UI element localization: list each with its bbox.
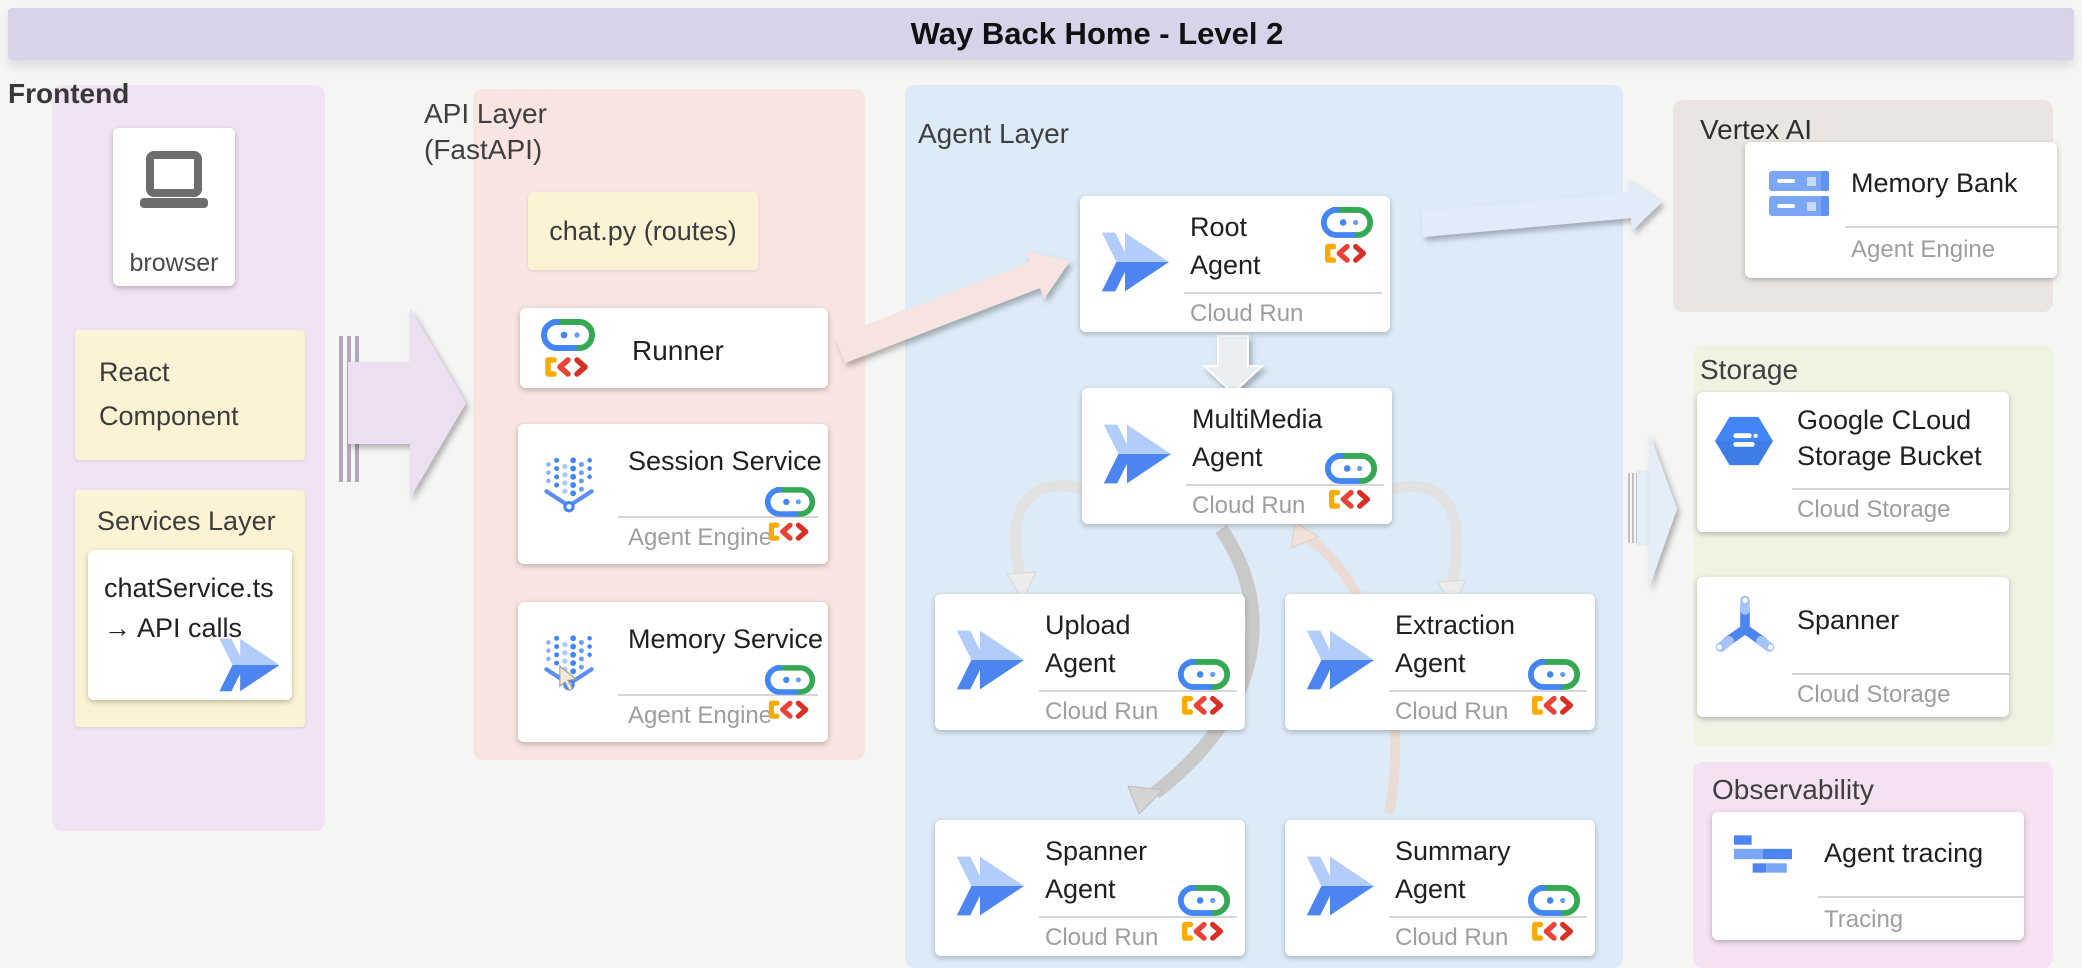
multimedia-agent-card: MultiMedia Agent Cloud Run xyxy=(1082,388,1392,524)
upload-agent-card: Upload Agent Cloud Run xyxy=(935,594,1245,730)
agent-chevrons-icon xyxy=(1092,222,1180,302)
agent-title-line1: Spanner xyxy=(1045,836,1148,866)
agent-title-line1: Root xyxy=(1190,212,1248,242)
agent-platform: Cloud Run xyxy=(1395,924,1509,951)
session-service-card: Session Service Agent Engine xyxy=(518,424,828,564)
summary-agent-card: Summary Agent Cloud Run xyxy=(1285,820,1595,956)
memory-service-card: Memory Service Agent Engine xyxy=(518,602,828,742)
memory-service-title: Memory Service xyxy=(628,624,824,654)
api-layer-label-line1: API Layer xyxy=(424,98,547,129)
memory-bank-card: Memory Bank Agent Engine xyxy=(1745,142,2057,278)
api-layer-label-line2: (FastAPI) xyxy=(424,134,543,165)
react-component-card: React Component xyxy=(75,330,305,460)
vertex-ai-label: Vertex AI xyxy=(1700,114,1813,145)
agent-tracing-title: Agent tracing xyxy=(1824,838,1984,868)
agent-chevrons-icon xyxy=(947,846,1035,926)
adk-robot-icon xyxy=(1177,658,1231,716)
chat-service-line2: → API calls xyxy=(104,613,243,643)
agent-title-line2: Agent xyxy=(1045,874,1116,904)
title-banner: Way Back Home - Level 2 xyxy=(8,8,2074,60)
agent-tracing-card: Agent tracing Tracing xyxy=(1712,812,2024,940)
extraction-agent-card: Extraction Agent Cloud Run xyxy=(1285,594,1595,730)
agent-platform: Cloud Run xyxy=(1045,698,1159,725)
runner-card: Runner xyxy=(520,308,828,388)
chatpy-label: chat.py (routes) xyxy=(549,215,737,246)
gcs-title-line2: Storage Bucket xyxy=(1797,441,1982,471)
agent-title-line1: Upload xyxy=(1045,610,1131,640)
runner-title: Runner xyxy=(632,335,724,366)
browser-card: browser xyxy=(113,128,235,286)
spanner-icon xyxy=(1711,593,1779,661)
spanner-agent-card: Spanner Agent Cloud Run xyxy=(935,820,1245,956)
agent-platform: Cloud Run xyxy=(1190,300,1304,327)
react-component-label: React Component xyxy=(99,357,239,431)
frontend-label: Frontend xyxy=(8,78,130,109)
agent-tracing-platform: Tracing xyxy=(1824,906,1904,933)
agent-chevrons-icon xyxy=(1297,846,1385,926)
storage-label: Storage xyxy=(1700,354,1799,385)
agent-chevrons-icon xyxy=(1094,414,1182,494)
session-service-title: Session Service xyxy=(628,446,822,476)
adk-robot-icon xyxy=(1320,206,1374,264)
adk-robot-icon xyxy=(1527,658,1581,716)
spanner-storage-card: Spanner Cloud Storage xyxy=(1697,577,2009,717)
memory-service-platform: Agent Engine xyxy=(628,702,773,729)
trace-bars-icon xyxy=(1734,834,1792,874)
services-layer-title: Services Layer xyxy=(97,506,276,536)
observability-label: Observability xyxy=(1712,774,1874,805)
agent-title-line2: Agent xyxy=(1395,648,1466,678)
agent-title-line2: Agent xyxy=(1192,442,1263,472)
gcs-platform: Cloud Storage xyxy=(1797,496,1951,523)
chat-service-line1: chatService.ts xyxy=(104,573,274,603)
agent-title-line2: Agent xyxy=(1190,250,1261,280)
agent-title-line2: Agent xyxy=(1045,648,1116,678)
chat-service-card: chatService.ts → API calls xyxy=(88,550,292,700)
agent-chevrons-icon xyxy=(947,620,1035,700)
adk-robot-icon xyxy=(764,664,816,720)
ingest-icon xyxy=(536,450,602,516)
adk-robot-icon xyxy=(540,318,596,378)
agent-title-line1: Summary xyxy=(1395,836,1511,866)
agent-layer-label: Agent Layer xyxy=(918,118,1069,149)
cursor-pointer-icon xyxy=(554,664,582,692)
server-rack-icon xyxy=(1767,166,1831,222)
adk-robot-icon xyxy=(1177,884,1231,942)
session-service-platform: Agent Engine xyxy=(628,524,773,551)
agent-title-line2: Agent xyxy=(1395,874,1466,904)
agent-platform: Cloud Run xyxy=(1192,492,1306,519)
adk-robot-icon xyxy=(764,486,816,542)
root-agent-card: Root Agent Cloud Run xyxy=(1080,196,1390,332)
spanner-platform: Cloud Storage xyxy=(1797,681,1951,708)
agent-title-line1: Extraction xyxy=(1395,610,1516,640)
diagram-title: Way Back Home - Level 2 xyxy=(910,16,1284,51)
cloud-storage-hexagon-icon xyxy=(1713,414,1775,468)
api-layer-label: API Layer (FastAPI) xyxy=(424,96,547,168)
memory-bank-platform: Agent Engine xyxy=(1851,236,1996,263)
memory-bank-title: Memory Bank xyxy=(1851,168,2018,198)
adk-robot-icon xyxy=(1527,884,1581,942)
adk-robot-icon xyxy=(1324,452,1378,510)
laptop-icon xyxy=(134,150,214,214)
adk-chevrons-icon xyxy=(210,630,290,700)
agent-platform: Cloud Run xyxy=(1395,698,1509,725)
agent-platform: Cloud Run xyxy=(1045,924,1159,951)
agent-chevrons-icon xyxy=(1297,620,1385,700)
agent-title-line1: MultiMedia xyxy=(1192,404,1323,434)
gcs-title-line1: Google CLoud xyxy=(1797,405,1972,435)
arrow-frontend-to-api xyxy=(339,308,466,498)
browser-label: browser xyxy=(129,249,219,277)
gcs-bucket-card: Google CLoud Storage Bucket Cloud Storag… xyxy=(1697,392,2009,532)
arrow-agents-to-storage xyxy=(1628,432,1677,588)
chatpy-card: chat.py (routes) xyxy=(528,192,758,270)
spanner-title: Spanner xyxy=(1797,605,1900,635)
